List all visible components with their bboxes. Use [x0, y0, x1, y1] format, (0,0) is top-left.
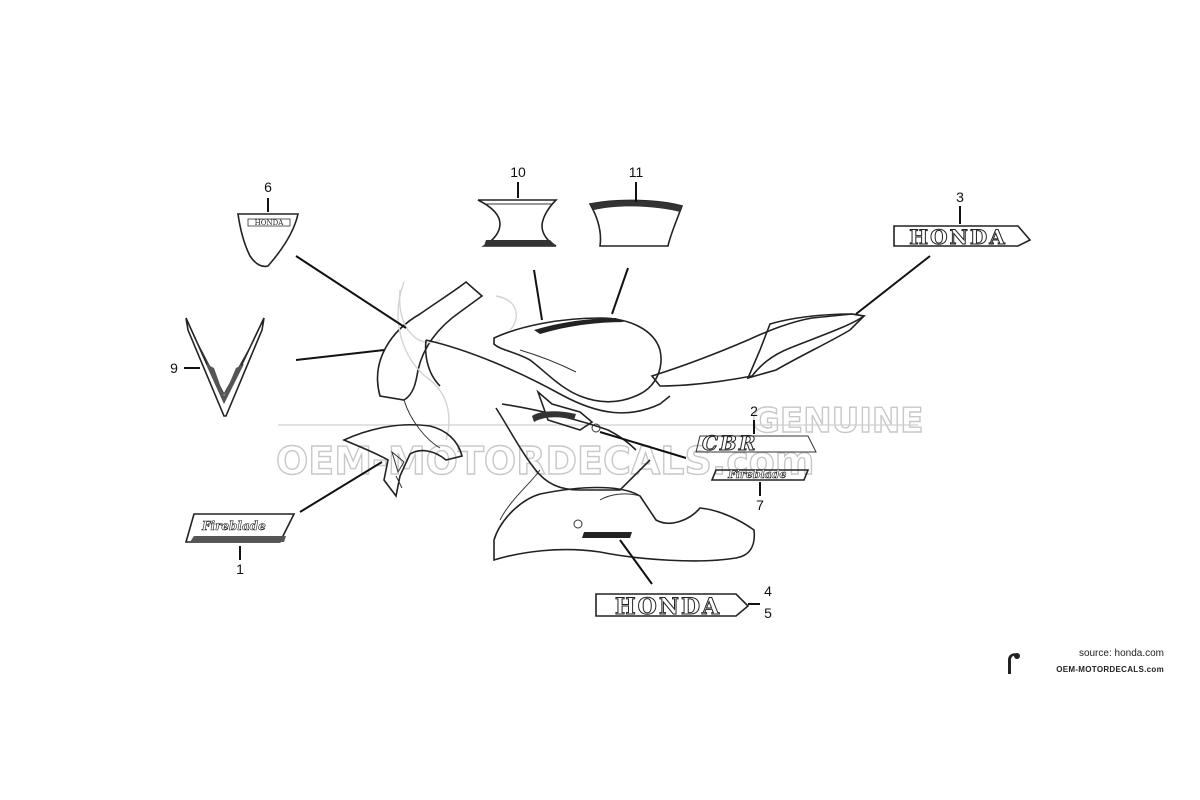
- front-inner-slot: [395, 475, 403, 489]
- leader-3: [855, 255, 931, 315]
- decal-11-arch: [588, 199, 684, 247]
- arch-top-band: [590, 200, 682, 212]
- decal-1-fireblade-cbr: Fireblade: [184, 513, 296, 543]
- chevron-inner: [195, 339, 255, 396]
- callout-1: 1: [236, 561, 244, 577]
- x-outline: [477, 199, 558, 247]
- cbr-text: CBR: [702, 431, 757, 455]
- honda-lower-badge: [595, 593, 750, 617]
- fireblade-text: Fireblade: [727, 468, 786, 481]
- front-inner-mark: [391, 450, 405, 474]
- watermark: GENUINE OEM-MOTORDECALS.com: [275, 400, 924, 483]
- callout-10: 10: [510, 164, 526, 180]
- source-label: source: honda.com: [1078, 648, 1164, 659]
- callout-5: 5: [764, 605, 772, 621]
- ghost-arc-2: [397, 281, 450, 441]
- side-fairing-top: [425, 339, 671, 414]
- leader-4: [619, 539, 653, 585]
- mid-fairing-bolt: [591, 423, 601, 433]
- honda-lower-text: HONDA: [615, 594, 721, 620]
- front-cowl: [376, 280, 484, 401]
- honda-upper-badge: [893, 225, 1032, 247]
- lower-fairing-vent: [599, 493, 641, 501]
- lower-fairing-crease: [499, 469, 541, 521]
- front-cowl-edge: [403, 399, 441, 449]
- tank-crease: [519, 349, 577, 373]
- mid-fairing-decal-mark: [532, 411, 576, 422]
- triangle-honda-text: HONDA: [255, 219, 285, 227]
- cbr-outline: [695, 435, 817, 453]
- ghost-arc-1: [398, 289, 441, 344]
- source-credit: source: honda.com OEM-MOTORDECALS.com: [1004, 648, 1164, 682]
- ghost-arc-3: [495, 295, 517, 331]
- decal-1-script: Fireblade: [201, 519, 266, 533]
- mid-fairing: [495, 407, 651, 491]
- mid-panel: [536, 389, 594, 431]
- decal-6-triangle: HONDA: [237, 213, 299, 268]
- callout-9: 9: [170, 360, 178, 376]
- side-fairing-front: [424, 339, 441, 387]
- callout-4: 4: [764, 583, 772, 599]
- fireblade-outline: [710, 469, 810, 481]
- leader-1: [299, 461, 383, 513]
- decal-10-x: [477, 199, 558, 247]
- lower-fairing-stripe: [582, 532, 632, 538]
- callout-numbers: 6 9 10 11 3 2 7 1 4 5: [170, 164, 964, 621]
- honda-upper-text: HONDA: [909, 225, 1006, 249]
- watermark-site: OEM-MOTORDECALS.com: [276, 439, 815, 483]
- watermark-genuine: GENUINE: [752, 401, 924, 441]
- leader-lines: [184, 182, 961, 605]
- x-bottom-band: [484, 240, 556, 246]
- decal-7-fireblade: Fireblade: [710, 468, 810, 481]
- lower-fairing-bolt: [573, 519, 583, 529]
- motorcycle-body-outline: [342, 280, 867, 562]
- oem-logo-icon: [1008, 653, 1020, 674]
- leader-2: [599, 431, 687, 459]
- seat: [650, 313, 867, 387]
- tail-cowl: [746, 313, 866, 380]
- callout-6: 6: [264, 179, 272, 195]
- source-site: OEM-MOTORDECALS.com: [1056, 665, 1164, 674]
- lower-fairing: [493, 486, 756, 562]
- chevron-fill: [206, 364, 244, 404]
- leader-10: [533, 269, 543, 321]
- callout-7: 7: [756, 497, 764, 513]
- leader-9: [295, 349, 385, 361]
- decal-3-honda: HONDA: [893, 225, 1032, 250]
- decal-1-band: [190, 536, 286, 542]
- mid-fairing-top: [501, 403, 637, 451]
- callout-3: 3: [956, 189, 964, 205]
- leader-11: [611, 267, 629, 315]
- callout-2: 2: [750, 403, 758, 419]
- fuel-tank: [493, 317, 662, 403]
- tank-stripe: [534, 318, 624, 334]
- decal-2-cbr: CBR: [695, 431, 817, 456]
- leader-6: [295, 255, 407, 329]
- front-inner-fairing: [342, 423, 463, 498]
- triangle-label-box: [247, 218, 291, 227]
- decal-4-5-honda: HONDA: [595, 593, 750, 621]
- triangle-outline: [237, 213, 299, 268]
- callout-11: 11: [629, 164, 644, 180]
- decal-9-chevron: [185, 317, 265, 417]
